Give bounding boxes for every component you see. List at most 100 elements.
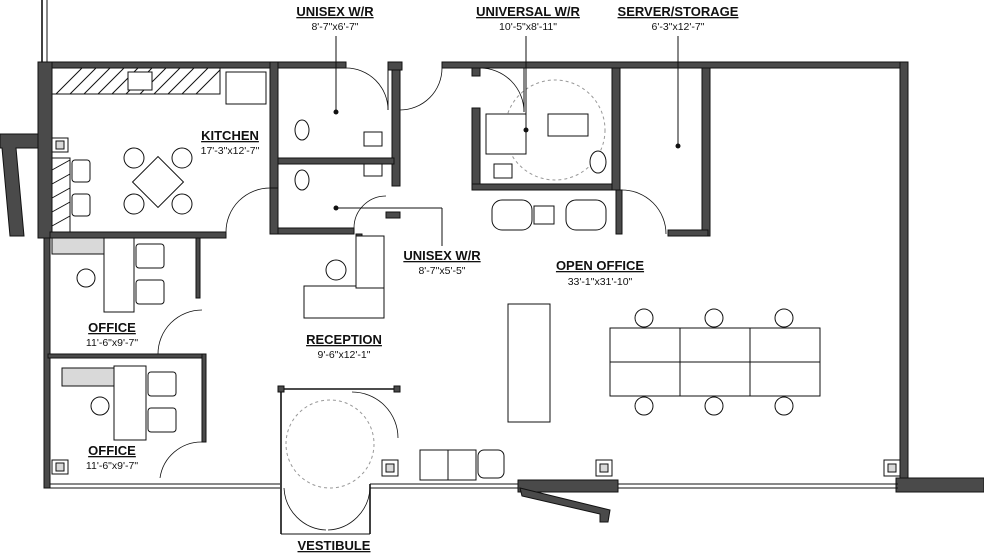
room-labels: UNISEX W/R 8'-7"x6'-7" UNIVERSAL W/R 10'… [86,4,739,553]
door-office-bottom [159,441,203,479]
sink-icon [127,71,153,91]
wall-server-bottom [667,229,709,237]
universal-fixture [547,113,589,137]
door-kitchen [225,187,271,233]
open-office-furniture [491,199,821,423]
turning-circle-vestibule [285,399,375,489]
ws-chair-5 [704,396,724,416]
office-top-task-chair [76,268,96,288]
reception-furniture [303,235,505,481]
door-wr-top [345,67,389,111]
wall-universal-left [471,107,481,189]
wall-wr-bottom [277,227,355,235]
office-bottom-credenza [61,367,117,387]
dims-unisex-wr-bottom: 8'-7"x5'-5" [418,265,465,277]
dims-open-office: 33'-1"x31'-10" [568,276,633,288]
reception-return [355,235,385,289]
label-universal-wr: UNIVERSAL W/R [476,4,580,19]
lounge-table [533,205,555,225]
lounge-chair-1 [491,199,533,231]
wall-bottom-bump [517,479,619,493]
leader-lines [333,36,681,246]
wall-office-bottom-right [201,353,207,443]
wall-bottom-right [895,477,984,493]
office-top-chair-2 [135,279,165,305]
wall-wr-corner [387,61,403,71]
dims-office-top: 11'-6"x9'-7" [86,337,138,349]
washroom-fixtures [294,79,607,191]
kitchen-table [131,155,185,209]
lounge-chair-2 [565,199,607,231]
wall-universal-bottom [471,183,619,191]
ws-chair-6 [774,396,794,416]
label-reception: RECEPTION [306,332,382,347]
door-universal [479,67,525,113]
wall-kitchen-right [269,61,279,191]
wall-office-divider [47,353,207,359]
open-office-table [507,303,551,423]
dims-reception: 9'-6"x12'-1" [318,349,371,361]
kitchen-chair-3 [123,193,145,215]
door-wr-bottom [353,195,387,229]
label-office-top: OFFICE [88,320,136,335]
vestibule-post-tr [393,385,401,393]
reception-side-chair [477,449,505,479]
wall-server-left [615,189,623,235]
vestibule-post-tl [277,385,285,393]
wall-kitchen-bottom [49,231,227,239]
walls [0,0,984,535]
door-universal-entry [399,67,443,111]
wall-universal-right [611,67,621,191]
toilet-icon-universal [589,150,607,174]
label-open-office: OPEN OFFICE [556,258,644,273]
kitchen-chair-4 [171,193,193,215]
wall-kitchen-right-lower [269,187,279,235]
toilet-icon-bottom [294,169,310,191]
office-bottom-chair-1 [147,371,177,397]
wall-wr-bottom-right [385,211,401,219]
wall-office-top-right [195,237,201,299]
door-vestibule-left [283,487,327,531]
grab-area [485,113,527,155]
label-unisex-wr-top: UNISEX W/R [296,4,374,19]
sink-icon-wr-bottom [363,163,383,177]
wall-wr-divider [277,157,395,165]
door-vestibule-inner [351,391,399,439]
office-furniture [51,237,177,441]
wall-bottom-jog [519,487,611,523]
fridge-icon [225,71,267,105]
toilet-icon-top [294,119,310,141]
kitchen-chair-2 [171,147,193,169]
dims-unisex-wr-top: 8'-7"x6'-7" [311,21,358,33]
office-bottom-task-chair [90,396,110,416]
column-right-core [887,463,897,473]
wall-server-right [701,67,711,237]
label-unisex-wr-bottom: UNISEX W/R [403,248,481,263]
kitchen-stool-1 [71,159,91,183]
label-server-storage: SERVER/STORAGE [618,4,739,19]
ws-chair-1 [634,308,654,328]
office-top-credenza [51,237,107,255]
door-swings [157,67,667,531]
door-server [621,189,667,235]
columns [51,137,901,477]
sink-icon-wr-top [363,131,383,147]
wall-wr-right [391,69,401,187]
column-vestibule-core [385,463,395,473]
ws-chair-2 [704,308,724,328]
wall-left-lower [43,237,51,489]
label-vestibule: VESTIBULE [298,538,371,553]
office-top-chair-1 [135,243,165,269]
column-office-core [55,462,65,472]
wall-left-upper [37,61,53,239]
label-kitchen: KITCHEN [201,128,259,143]
office-bottom-desk [113,365,147,441]
ws-chair-3 [774,308,794,328]
dims-kitchen: 17'-3"x12'-7" [201,145,260,157]
door-vestibule-right [327,487,371,531]
column-bottom-core [599,463,609,473]
column-kitchen-core [55,140,65,150]
dims-server-storage: 6'-3"x12'-7" [652,21,705,33]
wall-top-right [441,61,907,69]
